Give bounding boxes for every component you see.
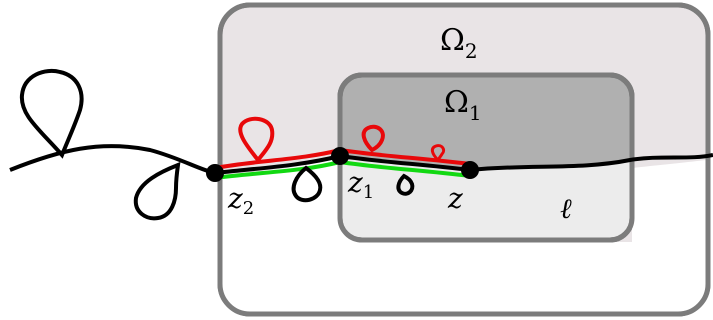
curve-loop-below-2 (396, 173, 415, 196)
point-z (461, 161, 479, 179)
label-z1-base: z (347, 166, 363, 199)
region-omega-2-lower-area (222, 156, 706, 312)
region-omega-2-border (217, 2, 711, 317)
label-omega-1-base: Ω (444, 85, 469, 120)
point-z2 (206, 164, 224, 182)
label-z1: z1 (347, 166, 374, 203)
curve-loop-left-large (19, 69, 84, 159)
label-omega-1: Ω1 (444, 85, 482, 125)
region-omega-1-lower (342, 158, 630, 238)
curve-loop-below-1 (291, 165, 323, 203)
label-z1-sub: 1 (363, 182, 374, 203)
label-z2: z2 (227, 182, 254, 219)
path-red-loop-3 (430, 144, 446, 163)
label-omega-2-sub: 2 (465, 39, 478, 63)
label-z2-sub: 2 (243, 198, 254, 219)
label-z: z (447, 182, 463, 215)
label-z-base: z (447, 182, 463, 215)
label-omega-2: Ω2 (440, 23, 478, 63)
label-curve-l: ℓ (560, 192, 572, 225)
curve-loop-left-small (133, 161, 181, 221)
path-red-loop-1 (238, 116, 275, 164)
point-z1 (331, 147, 349, 165)
label-z2-base: z (227, 182, 243, 215)
label-omega-1-sub: 1 (469, 101, 482, 125)
path-red-loop-2 (361, 124, 385, 153)
label-omega-2-base: Ω (440, 23, 465, 58)
